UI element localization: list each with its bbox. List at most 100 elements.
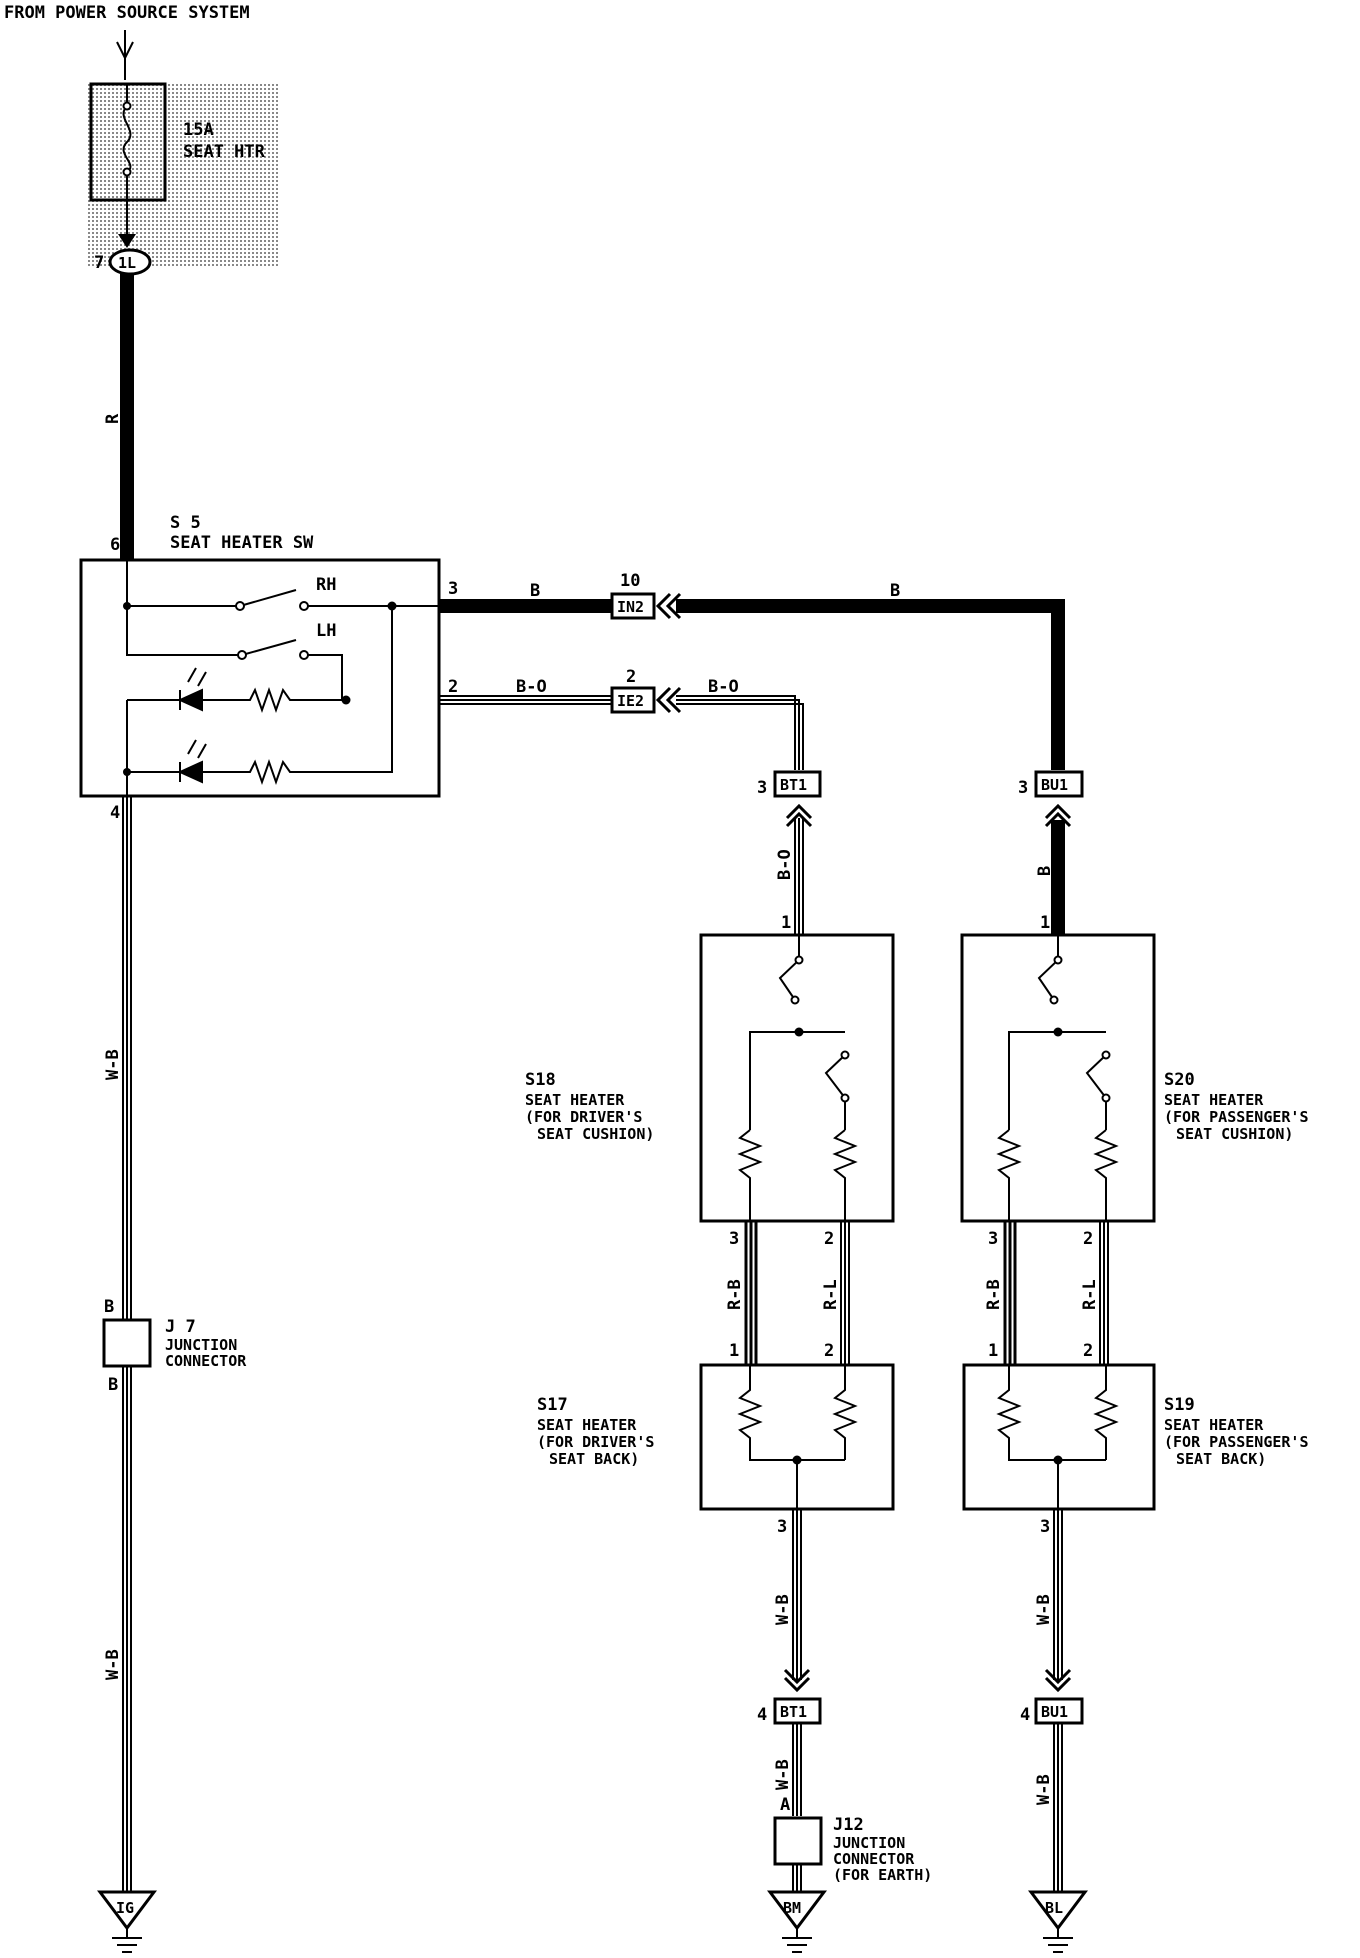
bt1-top-pin: 3	[757, 778, 767, 798]
s18-pin2: 2	[824, 1229, 834, 1249]
in2-pin: 10	[620, 571, 640, 591]
connector-bu1-bottom-label: BU1	[1041, 1703, 1068, 1721]
wire-bo-bt1-to-s18	[794, 818, 804, 935]
s20-line3: SEAT CUSHION)	[1176, 1125, 1293, 1143]
wire-wb-j7-to-ground	[122, 1366, 132, 1892]
s20-pin2: 2	[1083, 1229, 1093, 1249]
s5-pin2: 2	[448, 677, 458, 697]
j12-line3: (FOR EARTH)	[833, 1866, 932, 1884]
wire-wb-s19-to-bu1	[1053, 1509, 1063, 1680]
connector-bt1-bottom-label: BT1	[780, 1703, 807, 1721]
ground-bm-label: BM	[783, 1899, 801, 1917]
wire-wb-label-bu1: W-B	[1034, 1774, 1054, 1805]
s18-line1: SEAT HEATER	[525, 1091, 625, 1109]
s18-thermostat-1-icon	[778, 935, 800, 1001]
s5-code: S 5	[170, 513, 201, 533]
fuse-icon	[122, 84, 132, 238]
fuse-name: SEAT HTR	[183, 142, 266, 162]
s18-heater-element-1-icon	[737, 1129, 763, 1221]
wire-rl-label-driver: R-L	[821, 1279, 841, 1310]
s17-pin3: 3	[777, 1517, 787, 1537]
s19-pin2: 2	[1083, 1341, 1093, 1361]
s19-pin1: 1	[988, 1341, 998, 1361]
wire-rb-label-passenger: R-B	[984, 1279, 1004, 1310]
connector-bu1-bottom	[1034, 1697, 1084, 1725]
connector-in2-label: IN2	[617, 598, 644, 616]
s19-pin3: 3	[1040, 1517, 1050, 1537]
wire-wb-label-s19: W-B	[1034, 1594, 1054, 1625]
s17-line2: (FOR DRIVER'S	[537, 1433, 654, 1451]
s5-pin3: 3	[448, 579, 458, 599]
j12-junction-connector	[773, 1816, 823, 1866]
wire-wb-s5-to-j7	[122, 796, 132, 1320]
rh-label: RH	[316, 575, 336, 595]
connector-in2	[610, 592, 656, 620]
s20-pin1: 1	[1040, 913, 1050, 933]
j12-pin: A	[780, 1795, 790, 1815]
s19-line3: SEAT BACK)	[1176, 1450, 1266, 1468]
s20-thermostat-2-icon	[1085, 1054, 1107, 1130]
s5-name: SEAT HEATER SW	[170, 533, 314, 553]
s18-seat-heater	[699, 933, 895, 1223]
connector-bu1-top	[1034, 770, 1084, 798]
fuse-rating: 15A	[183, 120, 214, 140]
s20-heater-element-1-icon	[996, 1129, 1022, 1221]
s18-line2: (FOR DRIVER'S	[525, 1108, 642, 1126]
j7-line2: CONNECTOR	[165, 1352, 247, 1370]
wire-bo-ie2-to-bt1	[676, 695, 804, 770]
s19-heater-element-2-icon	[1093, 1365, 1119, 1460]
wire-r-label: R	[103, 413, 123, 424]
j7-pin-top: B	[104, 1297, 114, 1317]
j7-code: J 7	[165, 1317, 196, 1337]
wire-bo-label-2: B-O	[708, 677, 739, 697]
wire-bo-s5-to-ie2	[439, 695, 612, 705]
resistor-icon-rh	[202, 686, 346, 714]
j12-line2: CONNECTOR	[833, 1850, 915, 1868]
connector-bt1-top-label: BT1	[780, 776, 807, 794]
s18-pin3: 3	[729, 1229, 739, 1249]
s5-seat-heater-switch	[79, 558, 441, 798]
wire-b-label-2: B	[890, 581, 900, 601]
wire-wb-label-s17: W-B	[773, 1594, 793, 1625]
wire-b-label-1: B	[530, 581, 540, 601]
s17-code: S17	[537, 1395, 568, 1415]
connector-ie2	[610, 686, 656, 714]
s19-line1: SEAT HEATER	[1164, 1416, 1264, 1434]
lh-switch-icon	[241, 639, 343, 700]
ie2-pin: 2	[626, 667, 636, 687]
wire-rl-driver	[840, 1221, 850, 1365]
wire-bo-label-1: B-O	[516, 677, 547, 697]
s19-code: S19	[1164, 1395, 1195, 1415]
s17-heater-element-1-icon	[737, 1365, 845, 1461]
s20-pin3: 3	[988, 1229, 998, 1249]
s20-line2: (FOR PASSENGER'S	[1164, 1108, 1309, 1126]
ground-bl-icon	[1028, 1890, 1088, 1931]
s18-code: S18	[525, 1070, 556, 1090]
j7-line1: JUNCTION	[165, 1336, 237, 1354]
j7-junction-connector	[102, 1318, 152, 1368]
s17-line3: SEAT BACK)	[549, 1450, 639, 1468]
resistor-icon-lh	[202, 606, 393, 786]
wire-rb-passenger	[1003, 1221, 1017, 1365]
wire-b-in2-to-bu1	[676, 599, 1065, 770]
ground-ig-label: IG	[116, 1899, 134, 1917]
wire-rb-label-driver: R-B	[725, 1279, 745, 1310]
wire-rl-label-passenger: R-L	[1080, 1279, 1100, 1310]
s19-heater-element-1-icon	[996, 1365, 1106, 1461]
s17-pin2: 2	[824, 1341, 834, 1361]
s5-pin6: 6	[110, 535, 120, 555]
s20-thermostat-1-icon	[1037, 935, 1059, 1001]
connector-ie2-label: IE2	[617, 692, 644, 710]
bu1-bottom-pin: 4	[1020, 1705, 1030, 1725]
ground-ig-icon	[97, 1890, 157, 1931]
ground-bl-label: BL	[1045, 1899, 1063, 1917]
wire-wb-label-1: W-B	[103, 1049, 123, 1080]
wire-wb-bt1-to-j12	[792, 1723, 802, 1816]
bu1-top-pin: 3	[1018, 778, 1028, 798]
wire-rl-passenger	[1099, 1221, 1109, 1365]
ground-bm-icon	[767, 1890, 827, 1931]
s17-pin1: 1	[729, 1341, 739, 1361]
j7-pin-bottom: B	[108, 1375, 118, 1395]
s18-thermostat-2-icon	[824, 1054, 846, 1130]
